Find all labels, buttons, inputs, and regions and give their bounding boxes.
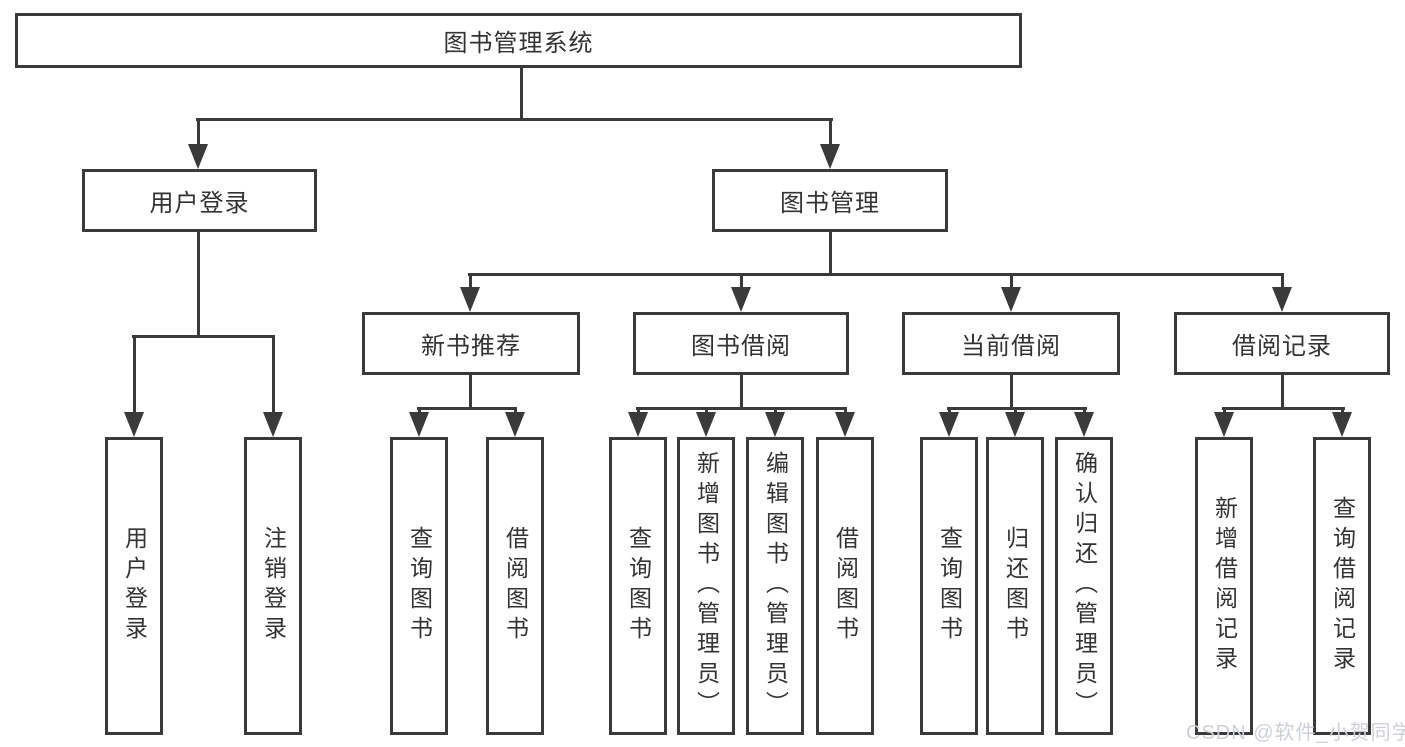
- connector-line: [947, 407, 1087, 410]
- arrow-down-icon: [409, 412, 429, 437]
- connector-line: [1010, 375, 1013, 409]
- leaf-label: 查询图书: [936, 526, 963, 646]
- leaf-query-books-recommend: 查询图书: [390, 437, 448, 735]
- arrow-down-icon: [1005, 412, 1025, 437]
- connector-line: [133, 335, 136, 415]
- connector-line: [132, 335, 275, 338]
- leaf-return-books: 归还图书: [986, 437, 1044, 735]
- arrow-down-icon: [765, 412, 785, 437]
- leaf-query-books-current: 查询图书: [920, 437, 978, 735]
- connector-line: [417, 407, 517, 410]
- node-book-borrowing: 图书借阅: [633, 312, 849, 375]
- arrow-down-icon: [1214, 412, 1234, 437]
- connector-line: [829, 118, 832, 148]
- connector-line: [829, 232, 832, 275]
- leaf-label: 注销登录: [260, 526, 287, 646]
- arrow-down-icon: [1332, 412, 1352, 437]
- connector-line: [1010, 273, 1013, 291]
- leaf-label: 查询图书: [406, 526, 433, 646]
- arrow-down-icon: [820, 144, 840, 169]
- arrow-down-icon: [1272, 287, 1292, 312]
- leaf-label: 查询图书: [625, 526, 652, 646]
- arrow-down-icon: [835, 412, 855, 437]
- connector-line: [468, 273, 1284, 276]
- leaf-borrow-books-recommend: 借阅图书: [486, 437, 544, 735]
- leaf-query-books-borrow: 查询图书: [609, 437, 667, 735]
- connector-line: [1281, 273, 1284, 291]
- arrow-down-icon: [124, 412, 144, 437]
- leaf-logout: 注销登录: [244, 437, 302, 735]
- node-borrowing-records: 借阅记录: [1174, 312, 1390, 375]
- arrow-down-icon: [1074, 412, 1094, 437]
- connector-line: [636, 407, 847, 410]
- leaf-label: 新增借阅记录: [1211, 496, 1238, 676]
- leaf-add-borrow-record: 新增借阅记录: [1195, 437, 1253, 735]
- leaf-label: 归还图书: [1002, 526, 1029, 646]
- node-current-borrowing: 当前借阅: [902, 312, 1120, 375]
- arrow-down-icon: [188, 144, 208, 169]
- connector-line: [740, 375, 743, 409]
- arrow-down-icon: [1001, 287, 1021, 312]
- leaf-label: 用户登录: [121, 526, 148, 646]
- leaf-label: 借阅图书: [832, 526, 859, 646]
- leaf-label: 确认归还（管理员）: [1071, 451, 1098, 721]
- leaf-edit-books-admin: 编辑图书（管理员）: [746, 437, 804, 735]
- node-user-login: 用户登录: [82, 169, 317, 232]
- leaf-label: 编辑图书（管理员）: [762, 451, 789, 721]
- arrow-down-icon: [696, 412, 716, 437]
- arrow-down-icon: [460, 287, 480, 312]
- arrow-down-icon: [263, 412, 283, 437]
- connector-line: [197, 232, 200, 337]
- leaf-query-borrow-record: 查询借阅记录: [1313, 437, 1371, 735]
- node-new-book-recommend: 新书推荐: [362, 312, 580, 375]
- connector-line: [196, 118, 833, 121]
- leaf-confirm-return-admin: 确认归还（管理员）: [1055, 437, 1113, 735]
- csdn-watermark: CSDN @软件_小贺同学: [1186, 722, 1405, 744]
- connector-line: [740, 273, 743, 291]
- arrow-down-icon: [939, 412, 959, 437]
- arrow-down-icon: [731, 287, 751, 312]
- leaf-label: 新增图书（管理员）: [693, 451, 720, 721]
- connector-line: [197, 118, 200, 148]
- connector-line: [272, 335, 275, 415]
- connector-line: [1222, 407, 1345, 410]
- connector-line: [1281, 375, 1284, 409]
- leaf-add-books-admin: 新增图书（管理员）: [677, 437, 735, 735]
- leaf-borrow-books: 借阅图书: [816, 437, 874, 735]
- connector-line: [469, 273, 472, 291]
- node-book-management: 图书管理: [712, 169, 948, 232]
- connector-line: [469, 375, 472, 409]
- arrow-down-icon: [628, 412, 648, 437]
- arrow-down-icon: [505, 412, 525, 437]
- leaf-label: 查询借阅记录: [1329, 496, 1356, 676]
- leaf-label: 借阅图书: [502, 526, 529, 646]
- connector-line: [520, 68, 523, 120]
- node-library-management-system: 图书管理系统: [15, 13, 1022, 68]
- leaf-user-login: 用户登录: [105, 437, 163, 735]
